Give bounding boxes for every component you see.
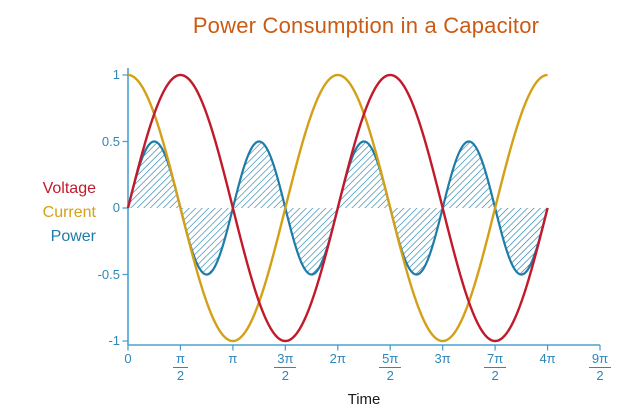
legend-label-power: Power — [50, 228, 96, 245]
x-tick-label: 0 — [124, 351, 132, 366]
voltage-curve — [126, 73, 549, 343]
x-tick-label: 4π — [539, 351, 556, 366]
x-tick-label: 2π — [329, 351, 346, 366]
y-tick-label: 0 — [112, 200, 120, 215]
y-tick-label: -1 — [108, 333, 120, 348]
y-tick-label: 0.5 — [101, 133, 120, 149]
legend-label-current: Current — [42, 204, 96, 221]
x-axis-label: Time — [347, 391, 381, 408]
current-curve — [127, 73, 548, 343]
legend-label-voltage: Voltage — [42, 180, 96, 197]
chart-title: Power Consumption in a Capacitor — [192, 13, 540, 38]
y-tick-label: 1 — [112, 67, 120, 82]
y-tick-label: -0.5 — [97, 266, 120, 282]
x-tick-label: 3π — [434, 351, 451, 366]
legend: Voltage Current Power — [8, 177, 96, 249]
x-tick-label: π — [228, 351, 238, 366]
